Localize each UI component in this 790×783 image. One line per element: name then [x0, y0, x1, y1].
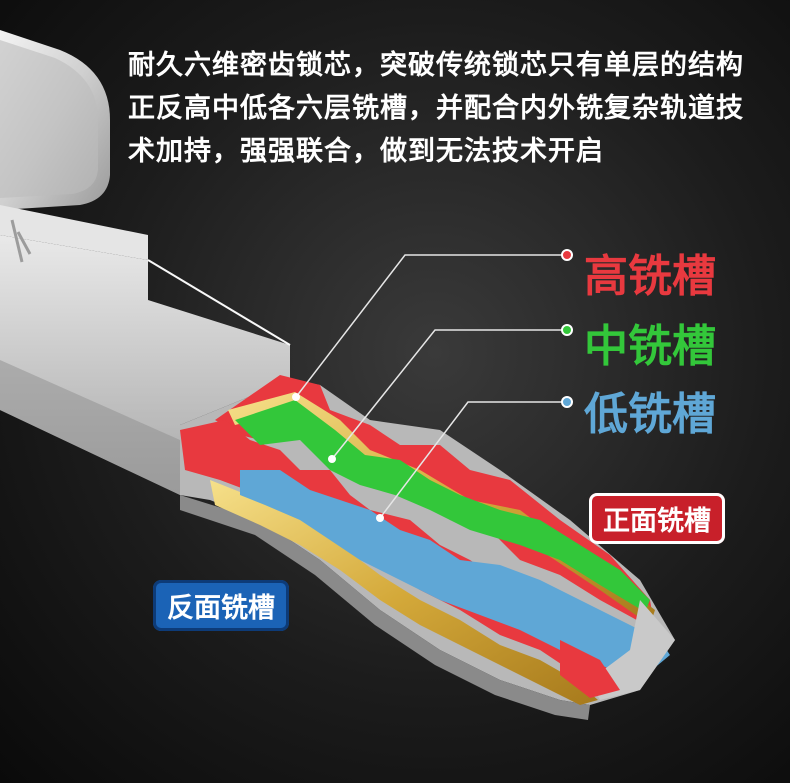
key-head: [0, 30, 110, 210]
pointer-dot-high-start: [292, 393, 300, 401]
pointer-dot-low-start: [376, 514, 384, 522]
intro-line-3: 术加持，强强联合，做到无法技术开启: [128, 136, 604, 167]
label-mid-groove: 中铣槽: [584, 321, 716, 372]
key-shoulder: [0, 205, 291, 495]
badge-back-groove: 反面铣槽: [153, 580, 289, 631]
badge-front-groove: 正面铣槽: [589, 493, 725, 544]
intro-line-2: 正反高中低各六层铣槽，并配合内外铣复杂轨道技: [128, 93, 744, 124]
pointer-dots: [292, 249, 573, 522]
key-tip: [590, 600, 675, 700]
pointer-dot-mid-start: [328, 455, 336, 463]
pointer-line-low: [379, 401, 567, 519]
pointer-line-high: [295, 254, 567, 398]
mid-groove: [235, 400, 650, 612]
gold-edge-bottom: [210, 480, 598, 705]
intro-line-1: 耐久六维密齿锁芯，突破传统锁芯只有单层的结构: [128, 50, 744, 81]
pointer-dot-low-end: [561, 396, 573, 408]
intro-text: 耐久六维密齿锁芯，突破传统锁芯只有单层的结构 正反高中低各六层铣槽，并配合内外铣…: [128, 44, 778, 173]
pointer-dot-mid-end: [561, 324, 573, 336]
pointer-line-mid: [331, 329, 567, 460]
low-groove: [240, 470, 670, 680]
label-high-groove: 高铣槽: [584, 251, 716, 302]
pointer-lines: [295, 254, 567, 519]
key-tip-red: [560, 640, 620, 698]
pointer-dot-high-end: [561, 249, 573, 261]
label-low-groove: 低铣槽: [584, 389, 716, 440]
